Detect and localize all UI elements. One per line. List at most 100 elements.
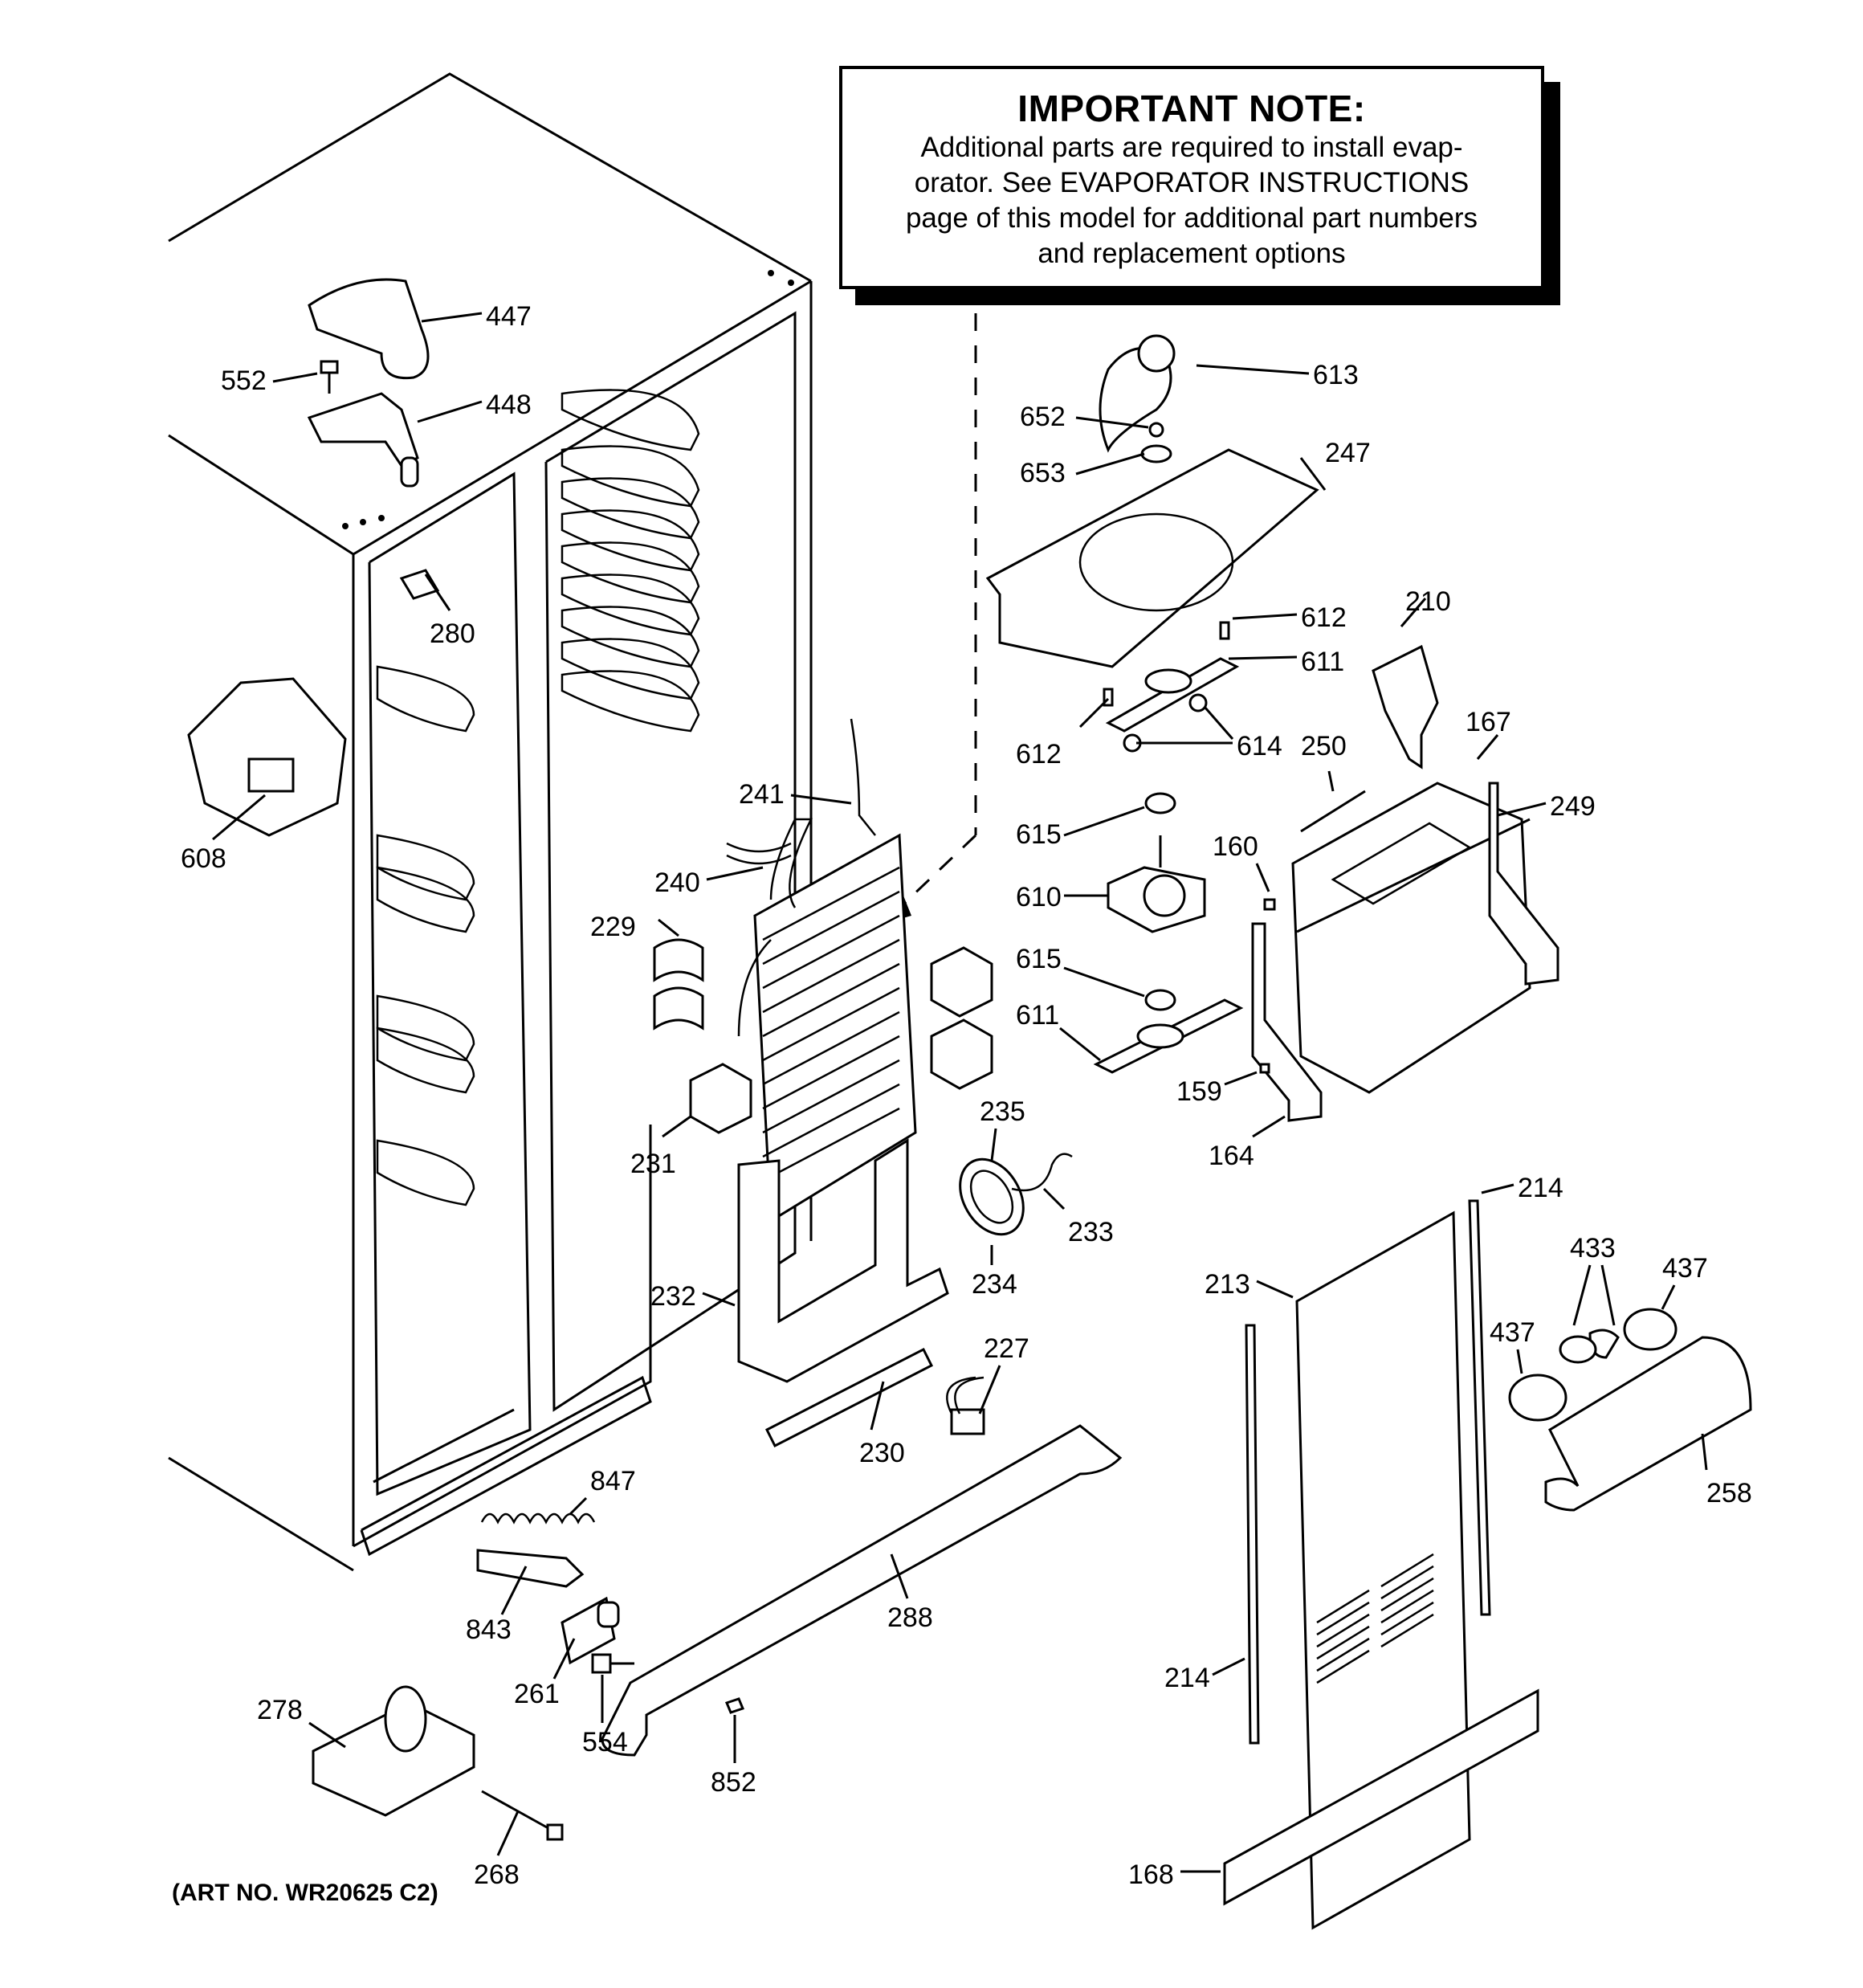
callout-235: 235	[980, 1096, 1025, 1127]
callout-227: 227	[984, 1333, 1029, 1364]
callout-233: 233	[1068, 1217, 1114, 1247]
callout-437-b: 437	[1490, 1317, 1535, 1348]
callout-615-a: 615	[1016, 819, 1062, 850]
callout-250: 250	[1301, 731, 1347, 761]
callout-268: 268	[474, 1859, 520, 1890]
callout-214-a: 214	[1518, 1173, 1563, 1203]
callout-261: 261	[514, 1679, 560, 1709]
part-240-harness	[726, 842, 792, 865]
callout-230: 230	[859, 1438, 905, 1468]
callout-247: 247	[1325, 438, 1371, 468]
part-160-tab	[1263, 898, 1276, 911]
part-231-block	[689, 1063, 752, 1134]
part-288-rail	[601, 1424, 1123, 1757]
callout-159: 159	[1176, 1076, 1222, 1107]
callout-612-a: 612	[1301, 602, 1347, 633]
part-214-strip-a	[1468, 1199, 1491, 1616]
callout-164: 164	[1209, 1141, 1254, 1171]
callout-608: 608	[181, 843, 226, 874]
part-227-connector	[946, 1376, 985, 1435]
part-167-evaporator-cover	[1291, 782, 1531, 1094]
part-843-cam	[476, 1549, 585, 1588]
part-258-light-shield	[1544, 1336, 1752, 1512]
callout-614: 614	[1237, 731, 1282, 761]
callout-611-a: 611	[1301, 647, 1344, 677]
callout-615-b: 615	[1016, 944, 1062, 974]
part-233-wire	[1011, 1153, 1073, 1192]
part-447-hinge-cover	[308, 278, 430, 380]
callout-843: 843	[466, 1614, 512, 1645]
part-608-detail-frame	[187, 677, 347, 837]
part-614-grommet	[1188, 693, 1208, 712]
callout-280: 280	[430, 618, 475, 649]
refrigerator-cabinet	[168, 72, 813, 1572]
part-610-fan-motor	[1107, 835, 1206, 933]
callout-847: 847	[590, 1466, 636, 1496]
callout-652: 652	[1020, 402, 1066, 432]
important-note-box: IMPORTANT NOTE: Additional parts are req…	[839, 66, 1544, 289]
part-554-bolt	[591, 1653, 634, 1674]
callout-288: 288	[887, 1602, 933, 1633]
part-159-tab	[1259, 1063, 1270, 1074]
callout-232: 232	[650, 1281, 696, 1312]
part-249-side-panel	[1488, 782, 1559, 986]
part-214-strip-b	[1245, 1324, 1260, 1745]
part-168-base-bracket	[1223, 1688, 1539, 1906]
part-230-defrost-heater	[764, 1347, 934, 1448]
callout-554: 554	[582, 1727, 628, 1757]
callout-612-b: 612	[1016, 739, 1062, 769]
callout-437-a: 437	[1662, 1253, 1708, 1284]
callout-552: 552	[221, 365, 267, 396]
callout-167: 167	[1466, 707, 1511, 737]
art-number: (ART NO. WR20625 C2)	[172, 1880, 438, 1906]
part-241-tubing	[850, 718, 876, 836]
part-234-heater	[969, 1170, 1014, 1224]
callout-213: 213	[1205, 1269, 1250, 1300]
note-line-3: page of this model for additional part n…	[905, 202, 1478, 234]
callout-653: 653	[1020, 458, 1066, 488]
note-line-2: orator. See EVAPORATOR INSTRUCTIONS	[914, 167, 1470, 198]
callout-249: 249	[1550, 791, 1596, 822]
callout-214-b: 214	[1164, 1663, 1210, 1693]
part-437-bulb-b	[1508, 1374, 1567, 1422]
callout-258: 258	[1706, 1478, 1752, 1508]
callout-433: 433	[1570, 1233, 1616, 1263]
callout-610: 610	[1016, 882, 1062, 912]
leader-lines	[212, 312, 1708, 1873]
callout-852: 852	[711, 1767, 756, 1798]
callout-229: 229	[590, 912, 636, 942]
callout-234: 234	[972, 1269, 1017, 1300]
callout-labels: 447 552 448 280 608 613 652 653 247 612 …	[181, 301, 1752, 1890]
part-213-vents	[1316, 1553, 1434, 1684]
part-615-grommet-a	[1144, 792, 1176, 814]
callout-611-b: 611	[1016, 1000, 1059, 1031]
callout-160: 160	[1213, 831, 1258, 862]
part-210-duct	[1372, 644, 1439, 769]
note-line-1: Additional parts are required to install…	[920, 132, 1463, 163]
part-232-drain-pan	[737, 1138, 949, 1383]
callout-168: 168	[1128, 1859, 1174, 1890]
callout-278: 278	[257, 1695, 303, 1725]
part-evaporator-coil	[737, 818, 917, 1223]
part-615-grommet-b	[1144, 989, 1176, 1011]
part-213-access-panel	[1295, 1210, 1471, 1930]
note-title: IMPORTANT NOTE:	[1017, 88, 1366, 129]
callout-613: 613	[1313, 360, 1359, 390]
part-608-switch	[247, 757, 295, 793]
callout-448: 448	[486, 390, 532, 420]
callout-447: 447	[486, 301, 532, 332]
callout-241: 241	[739, 779, 785, 810]
part-437-bulb-a	[1623, 1308, 1678, 1351]
part-852-screw	[724, 1697, 745, 1714]
part-247-fan-shroud	[985, 448, 1319, 668]
callout-240: 240	[654, 867, 700, 898]
note-line-4: and replacement options	[1037, 238, 1346, 269]
part-653-grommet	[1140, 444, 1172, 463]
part-235-drain-trap	[959, 1157, 1025, 1236]
callout-210: 210	[1405, 586, 1451, 617]
callout-231: 231	[630, 1149, 676, 1179]
part-250-gasket	[1300, 790, 1366, 833]
part-229-clip	[653, 938, 704, 982]
part-847-spring	[480, 1512, 596, 1525]
